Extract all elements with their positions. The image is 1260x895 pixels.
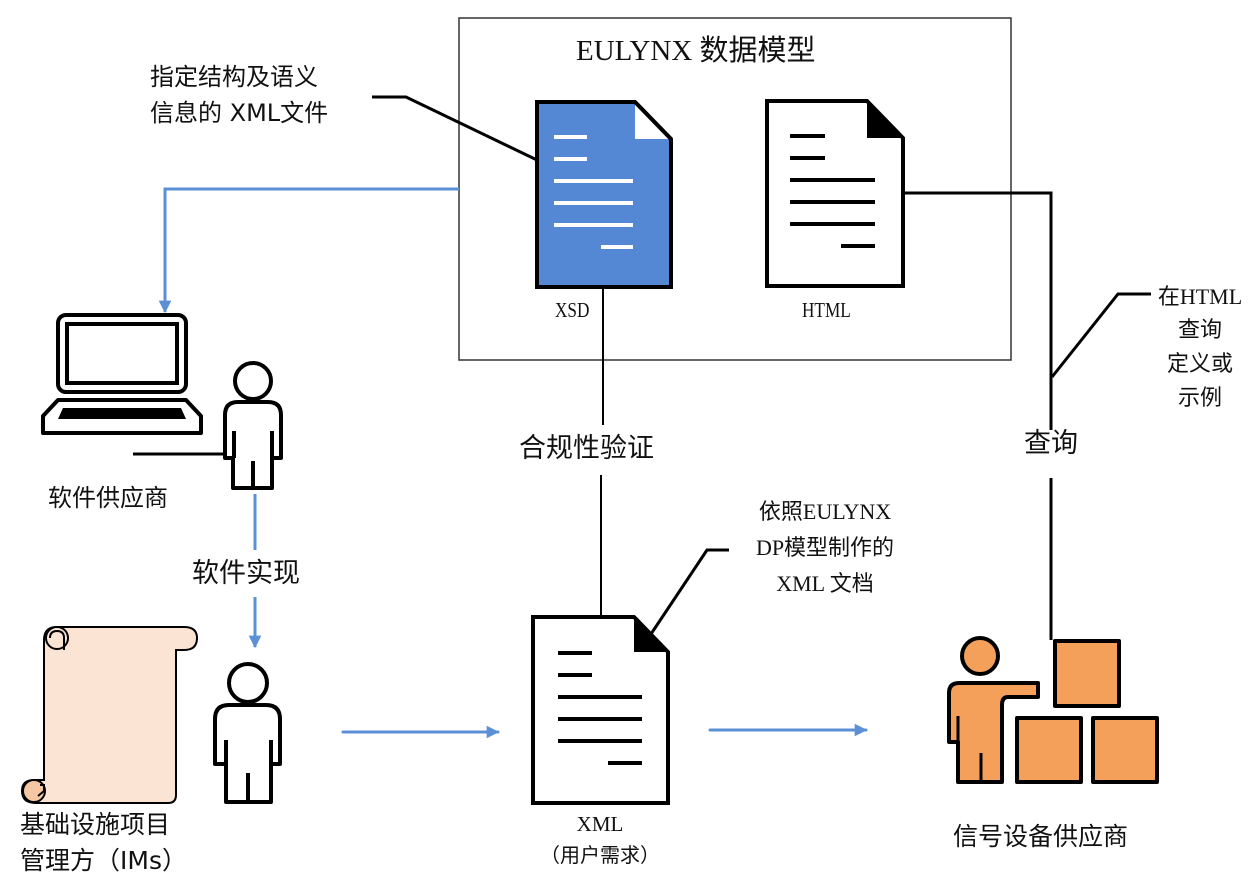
html-callout-line2: 查询 bbox=[1177, 318, 1222, 343]
xml-callout-line3: XML 文档 bbox=[776, 571, 874, 596]
diagram-title: EULYNX 数据模型 bbox=[576, 35, 816, 67]
xsd-document-icon[interactable] bbox=[535, 100, 673, 289]
query-label: 查询 bbox=[1024, 428, 1078, 459]
implementation-label: 软件实现 bbox=[192, 558, 300, 589]
signal-supplier-label: 信号设备供应商 bbox=[953, 822, 1129, 851]
xsd-callout-leader bbox=[372, 95, 538, 162]
xsd-label: XSD bbox=[555, 298, 590, 322]
html-callout-line1: 在HTML bbox=[1157, 284, 1243, 309]
xml-label: XML bbox=[576, 812, 624, 836]
html-callout-line4: 示例 bbox=[1177, 386, 1222, 411]
compliance-label: 合规性验证 bbox=[519, 433, 654, 464]
model-to-vendor-arrow bbox=[158, 187, 459, 314]
xsd-callout-line2: 信息的 XML文件 bbox=[150, 99, 329, 127]
im-label-line1: 基础设施项目 bbox=[20, 810, 171, 839]
query-line-top bbox=[903, 191, 1053, 430]
signal-supplier-icon bbox=[947, 636, 1159, 784]
html-label: HTML bbox=[802, 298, 851, 322]
xml-sublabel: （用户需求） bbox=[540, 843, 660, 867]
scroll-icon bbox=[20, 626, 199, 804]
im-label-line2: 管理方（IMs） bbox=[20, 846, 187, 875]
xml-callout-line2: DP模型制作的 bbox=[755, 535, 895, 560]
software-vendor-person-icon bbox=[223, 361, 283, 490]
laptop-icon bbox=[41, 313, 203, 435]
html-callout-line3: 定义或 bbox=[1166, 352, 1233, 377]
im-person-icon bbox=[213, 662, 282, 804]
html-document-icon[interactable] bbox=[765, 99, 905, 288]
xsd-callout-line1: 指定结构及语义 bbox=[150, 63, 318, 91]
xml-callout-leader bbox=[649, 548, 729, 635]
xml-document-icon[interactable] bbox=[531, 615, 670, 805]
software-vendor-label: 软件供应商 bbox=[48, 484, 168, 512]
xml-callout-line1: 依照EULYNX bbox=[758, 499, 892, 524]
html-callout-leader bbox=[1050, 292, 1151, 378]
